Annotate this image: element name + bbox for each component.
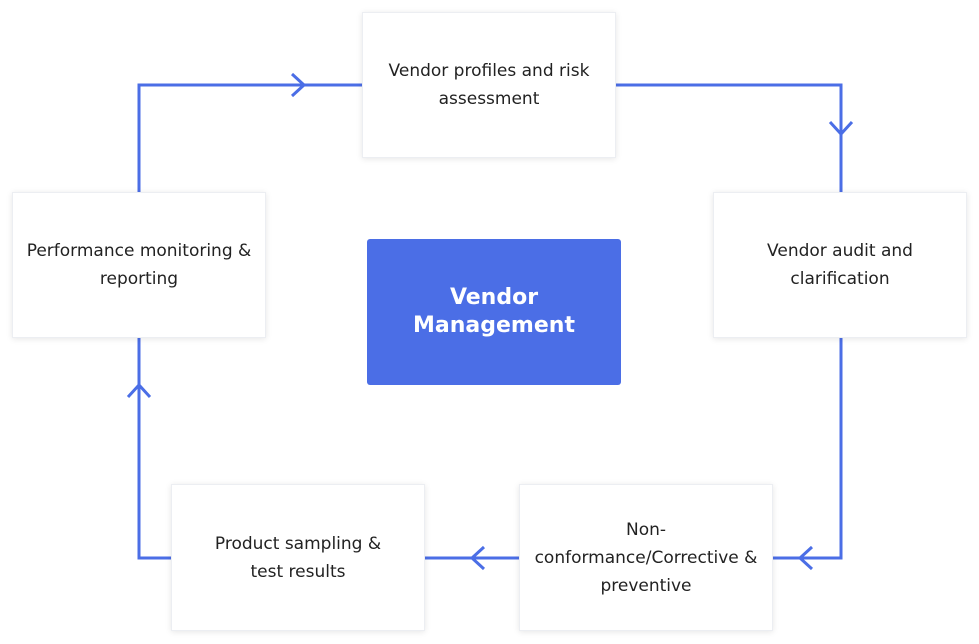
node-label: Non-conformance/Corrective & preventive bbox=[534, 519, 758, 596]
arrowhead-left-icon bbox=[469, 545, 486, 571]
node-performance-monitoring: Performance monitoring & reporting bbox=[12, 192, 266, 338]
node-product-sampling: Product sampling & test results bbox=[171, 484, 425, 631]
center-label: Vendor Management bbox=[413, 285, 575, 338]
center-node-vendor-management: Vendor Management bbox=[367, 239, 621, 385]
connector-sampling-to-monitoring bbox=[137, 338, 171, 560]
node-non-conformance: Non-conformance/Corrective & preventive bbox=[519, 484, 773, 631]
arrowhead-down-icon bbox=[828, 120, 854, 137]
arrowhead-left-icon bbox=[797, 545, 814, 571]
arrowhead-up-icon bbox=[126, 382, 152, 399]
node-label: Vendor profiles and risk assessment bbox=[388, 61, 590, 109]
node-label: Product sampling & test results bbox=[214, 533, 382, 582]
connector-profiles-to-audit bbox=[616, 83, 843, 192]
node-label: Vendor audit and clarification bbox=[767, 241, 913, 289]
connector-monitoring-to-profiles bbox=[137, 83, 362, 192]
node-label: Performance monitoring & reporting bbox=[26, 241, 252, 289]
node-vendor-audit: Vendor audit and clarification bbox=[713, 192, 967, 338]
node-vendor-profiles: Vendor profiles and risk assessment bbox=[362, 12, 616, 158]
arrowhead-right-icon bbox=[290, 72, 307, 98]
connector-audit-to-nonconformance bbox=[773, 338, 843, 560]
